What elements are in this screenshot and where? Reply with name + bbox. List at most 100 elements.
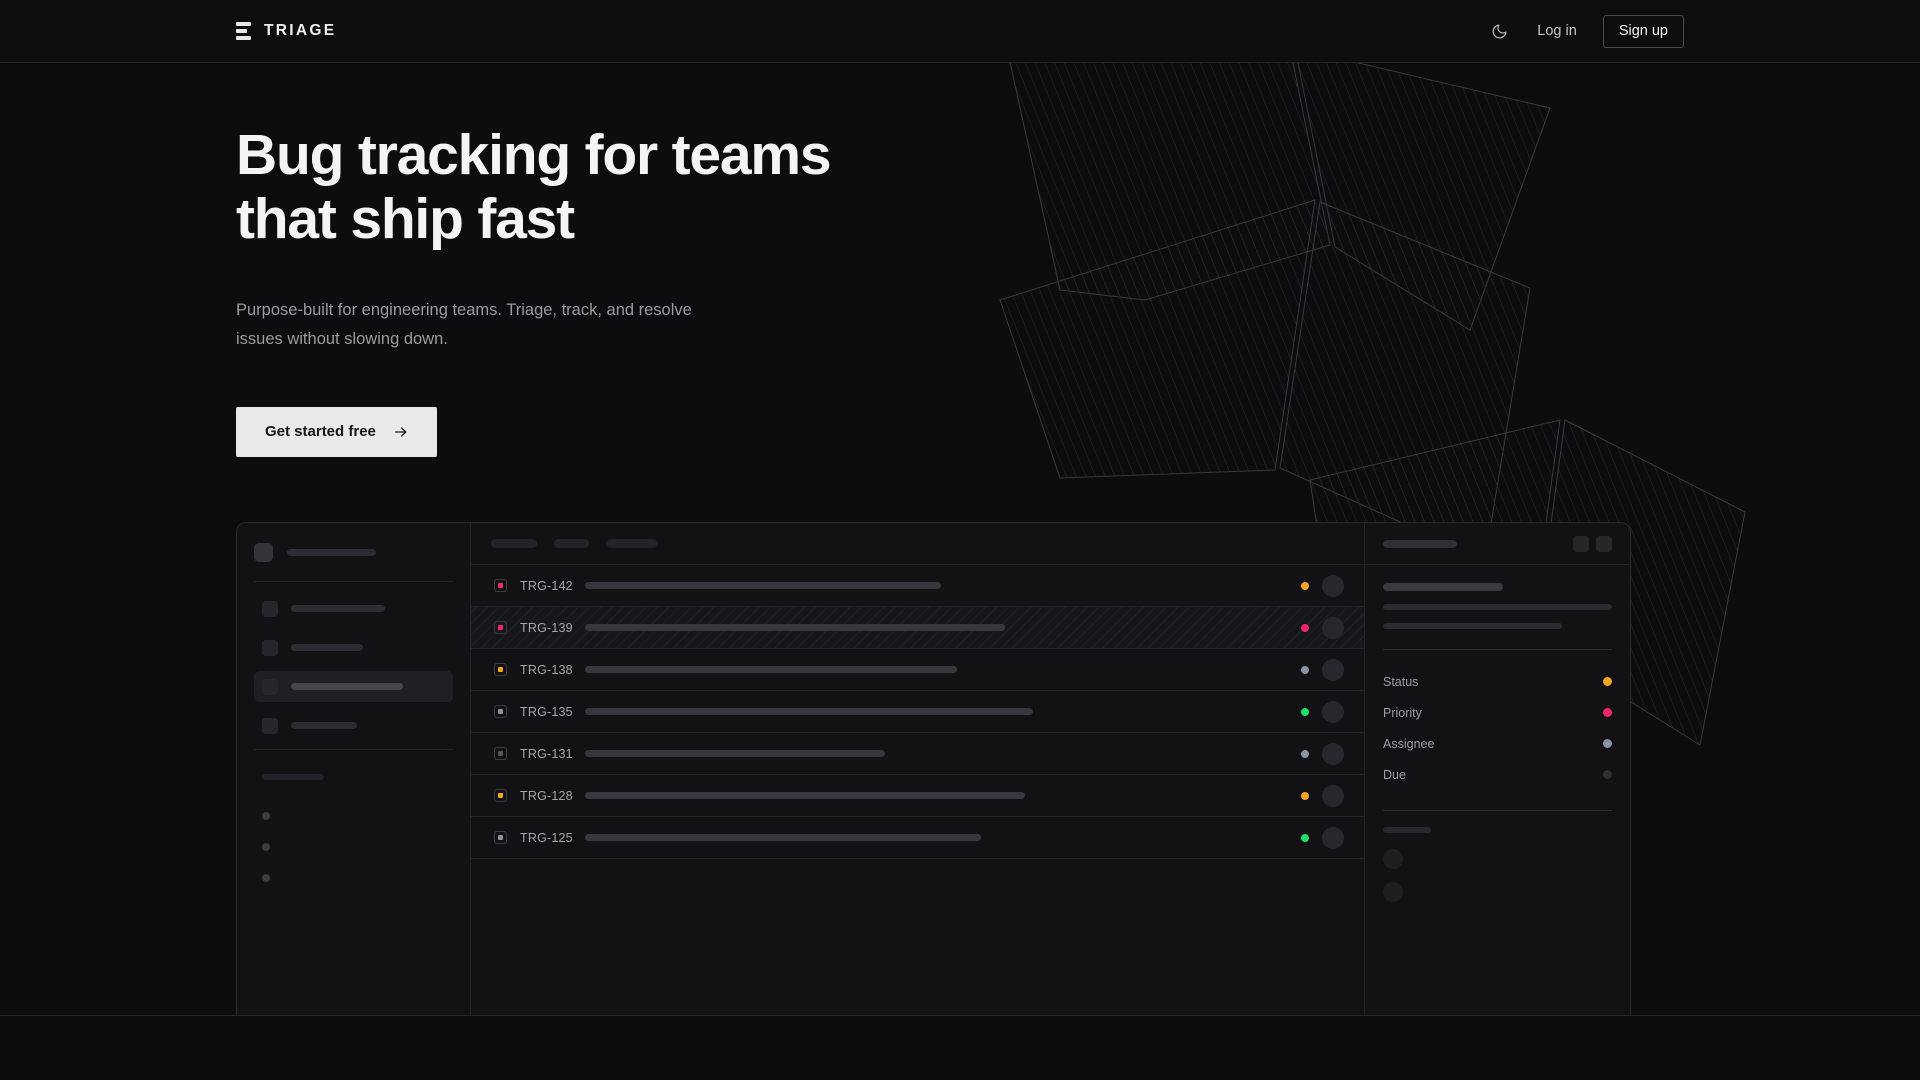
hero-section: Bug tracking for teams that ship fast Pu…: [0, 63, 1920, 457]
sidebar-item-4[interactable]: [254, 710, 453, 741]
sidebar-item-icon: [262, 678, 278, 695]
table-row[interactable]: TRG-135: [471, 691, 1364, 733]
issue-id: TRG-135: [520, 704, 573, 719]
toolbar-chip-1[interactable]: [491, 539, 537, 548]
cta-label: Get started free: [265, 423, 376, 440]
table-row[interactable]: TRG-125: [471, 817, 1364, 859]
issue-type-icon: [494, 663, 507, 676]
avatar: [1322, 616, 1344, 639]
avatar: [1383, 882, 1403, 902]
table-row[interactable]: TRG-131: [471, 733, 1364, 775]
detail-field-label: Assignee: [1383, 736, 1435, 751]
signup-button[interactable]: Sign up: [1602, 14, 1684, 48]
toolbar-chip-2[interactable]: [554, 539, 589, 548]
issue-title-placeholder: [585, 750, 885, 757]
issue-type-icon: [494, 621, 507, 634]
table-row[interactable]: TRG-138: [471, 649, 1364, 691]
detail-issue-title-placeholder: [1383, 583, 1503, 591]
sidebar-sub-dot-icon: [262, 811, 270, 820]
sidebar-item-2[interactable]: [254, 632, 453, 663]
issue-title-placeholder: [585, 792, 1025, 799]
priority-badge: [1603, 708, 1612, 717]
sidebar-item-icon: [262, 600, 278, 617]
issue-type-icon: [494, 705, 507, 718]
detail-field-label: Priority: [1383, 705, 1422, 720]
detail-panel-body: Status Priority Assignee Due: [1365, 565, 1630, 915]
issue-title-placeholder: [585, 582, 941, 589]
detail-header-button-2[interactable]: [1596, 535, 1612, 552]
workspace-avatar-placeholder: [254, 542, 273, 562]
sidebar-divider-bottom: [254, 749, 453, 750]
status-badge: [1301, 623, 1309, 632]
table-row[interactable]: TRG-128: [471, 775, 1364, 817]
status-badge: [1301, 707, 1309, 716]
detail-field-label: Status: [1383, 674, 1419, 689]
detail-divider-2: [1383, 810, 1612, 811]
avatar: [1322, 784, 1344, 807]
toolbar-chip-3[interactable]: [606, 539, 658, 548]
detail-title-placeholder: [1383, 539, 1457, 548]
app-preview-mockup: TRG-142 TRG-139 TRG-138: [236, 522, 1631, 1015]
sidebar-section-label: [262, 774, 324, 780]
status-badge: [1301, 833, 1309, 842]
mockup-detail-panel: Status Priority Assignee Due: [1365, 523, 1630, 1015]
issue-title-placeholder: [585, 666, 957, 673]
detail-header-button-1[interactable]: [1573, 535, 1589, 552]
sidebar-item-icon: [262, 717, 278, 734]
detail-text-line-1: [1383, 604, 1612, 610]
sidebar-item-icon: [262, 639, 278, 656]
sidebar-item-1[interactable]: [254, 593, 453, 624]
brand-logo[interactable]: TRIAGE: [236, 22, 336, 40]
mockup-issue-list: TRG-142 TRG-139 TRG-138: [471, 523, 1365, 1015]
avatar: [1322, 574, 1344, 597]
table-row[interactable]: TRG-142: [471, 565, 1364, 607]
get-started-button[interactable]: Get started free: [236, 407, 437, 457]
avatar: [1383, 849, 1403, 869]
detail-field-priority[interactable]: Priority: [1383, 697, 1612, 728]
issue-type-icon: [494, 747, 507, 760]
avatar: [1322, 826, 1344, 849]
sidebar-sub-item-3[interactable]: [254, 862, 453, 893]
sidebar-item-label: [291, 683, 403, 690]
table-row[interactable]: TRG-139: [471, 607, 1364, 649]
status-badge: [1603, 677, 1612, 686]
issue-id: TRG-128: [520, 788, 573, 803]
sidebar-divider-top: [254, 581, 453, 582]
sidebar-item-label: [291, 644, 363, 651]
issue-id: TRG-131: [520, 746, 573, 761]
issue-id: TRG-139: [520, 620, 573, 635]
workspace-name-placeholder: [287, 548, 376, 556]
detail-field-status[interactable]: Status: [1383, 666, 1612, 697]
status-badge: [1301, 581, 1309, 590]
issue-id: TRG-142: [520, 578, 573, 593]
sidebar-sub-dot-icon: [262, 842, 270, 851]
sidebar-item-label: [291, 722, 357, 729]
login-link[interactable]: Log in: [1537, 23, 1577, 39]
sidebar-sub-item-1[interactable]: [254, 800, 453, 831]
issue-title-placeholder: [585, 834, 981, 841]
detail-text-line-2: [1383, 623, 1562, 629]
status-badge: [1301, 749, 1309, 758]
issue-title-placeholder: [585, 708, 1033, 715]
issue-type-icon: [494, 831, 507, 844]
mockup-sidebar-nav: [254, 582, 453, 741]
mockup-sidebar: [237, 523, 471, 1015]
detail-field-due[interactable]: Due: [1383, 759, 1612, 790]
issue-type-icon: [494, 789, 507, 802]
sidebar-item-3-active[interactable]: [254, 671, 453, 702]
page-bottom-divider: [0, 1015, 1920, 1016]
avatar: [1322, 658, 1344, 681]
detail-field-label: Due: [1383, 767, 1406, 782]
detail-activity-label-placeholder: [1383, 827, 1431, 833]
sidebar-sub-item-2[interactable]: [254, 831, 453, 862]
assignee-badge: [1603, 739, 1612, 748]
stacked-bars-logo-icon: [236, 22, 251, 40]
issue-id: TRG-125: [520, 830, 573, 845]
sidebar-sub-dot-icon: [262, 873, 270, 882]
status-badge: [1301, 791, 1309, 800]
issue-title-placeholder: [585, 624, 1005, 631]
detail-field-assignee[interactable]: Assignee: [1383, 728, 1612, 759]
issue-list-toolbar: [471, 523, 1364, 565]
moon-icon[interactable]: [1487, 19, 1511, 43]
